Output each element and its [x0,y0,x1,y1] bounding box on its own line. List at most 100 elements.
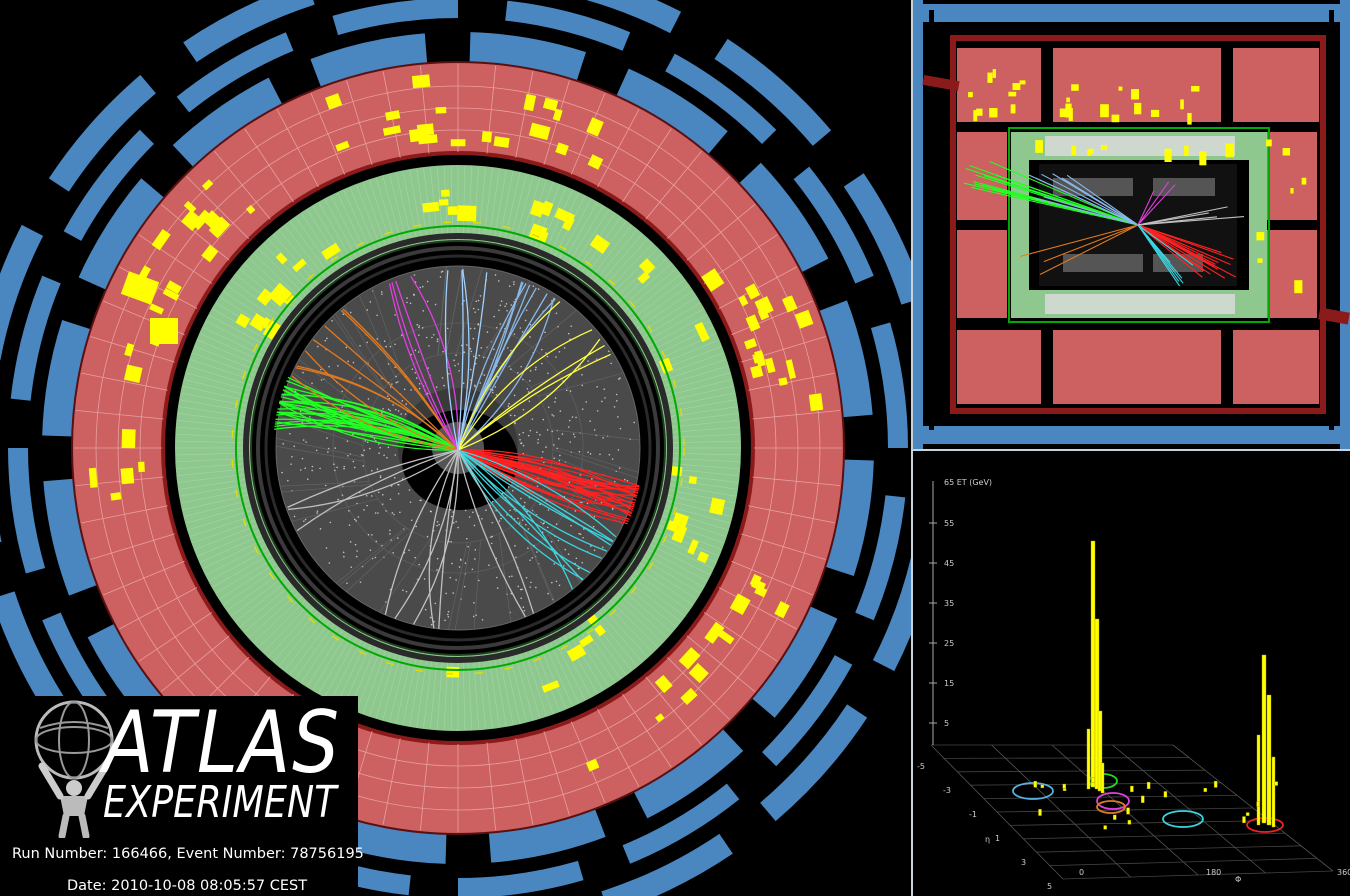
particle-track [276,412,459,451]
detector-hit [406,297,408,299]
detector-hit [419,286,422,289]
energy-deposit [566,643,587,662]
side-track [1041,173,1139,226]
particle-track [457,449,638,499]
ecal-grid-line [197,527,266,557]
detector-hit [426,535,429,538]
detector-hit [464,509,467,512]
detector-hit [371,534,373,536]
detector-hit [575,557,578,560]
side-deposit [1071,84,1079,91]
ecal-grid-line [209,314,275,351]
detector-hit [329,521,332,524]
energy-deposit [120,467,135,485]
energy-deposit [783,296,795,310]
detector-hit [324,339,327,342]
ecal-grid-line [178,413,252,423]
detector-hit [495,576,498,579]
side-deposit [1087,150,1092,156]
eta-tick-label: 1 [995,834,1000,843]
detector-hit [581,384,584,387]
detector-hit [389,498,392,501]
detector-hit [369,301,372,303]
ecal-grid-line [660,385,734,403]
energy-tower [1271,756,1276,828]
energy-deposit [594,624,606,637]
side-deposit [1100,104,1109,118]
detector-hit [347,454,349,457]
energy-deposit [235,313,251,329]
energy-deposit [110,492,122,501]
detector-hit [589,453,592,455]
z-tick-label: 35 [944,599,954,608]
detector-hit [561,433,564,435]
detector-hit [581,561,584,564]
detector-hit [414,349,417,352]
detector-hit [353,466,356,469]
energy-deposit [138,461,145,473]
ecal-grid-line [343,190,374,258]
detector-module-edge [280,481,370,487]
detector-hit [513,508,516,511]
ecal-grid-line [278,608,327,667]
detector-module-edge [437,266,448,356]
detector-module-edge [332,315,384,390]
detector-hit [498,520,501,522]
energy-deposit [245,204,256,215]
ecal-grid-line [659,379,732,398]
energy-deposit [774,601,790,619]
detector-hit [379,476,382,479]
ecal-grid-line [197,339,266,369]
detector-hit [575,416,577,419]
energy-deposit [778,377,788,386]
detector-hit [436,524,438,527]
ecal-grid-line [180,399,254,413]
detector-hit [356,550,358,552]
detector-hit [551,581,553,584]
energy-tower [1203,787,1207,792]
ecal-grid-line [601,243,653,298]
muon-chamber [665,53,777,144]
energy-deposit [744,338,758,350]
ecal-grid-line [190,513,261,537]
detector-module-edge [275,446,364,462]
side-deposit [1008,91,1017,97]
detector-hit [535,366,537,369]
detector-hit [441,270,444,273]
detector-hit [537,442,539,444]
ecal-grid-line [395,650,413,724]
energy-deposit [150,318,178,344]
energy-deposit [181,209,203,232]
detector-hit [542,522,544,525]
detector-hit [438,523,440,526]
detector-hit [596,410,599,412]
ecal-grid-line [532,184,560,255]
energy-deposit [554,207,576,225]
ecal-grid-line [645,536,714,569]
detector-hit [421,285,424,288]
detector-hit [362,465,365,467]
ecal-grid-line [555,631,592,697]
detector-hit [302,439,305,441]
detector-hit [505,303,508,305]
ecal-grid-line [205,320,273,355]
detector-hit [421,327,424,329]
particle-track [288,449,459,511]
detector-hit [481,517,483,520]
detector-hit [366,309,369,311]
detector-hit [527,528,530,530]
energy-tower [1127,819,1132,825]
detector-hit [619,377,621,379]
energy-deposit [579,634,594,648]
side-deposit [1187,112,1192,125]
ecal-grid-line [573,620,615,683]
detector-hit [426,392,429,395]
muon-chamber [505,0,631,51]
energy-deposit [744,283,761,300]
detector-hit [587,451,589,453]
side-deposit [1225,143,1235,158]
detector-hit [558,584,561,587]
ecal-grid-line [473,166,479,241]
detector-hit [434,602,437,605]
